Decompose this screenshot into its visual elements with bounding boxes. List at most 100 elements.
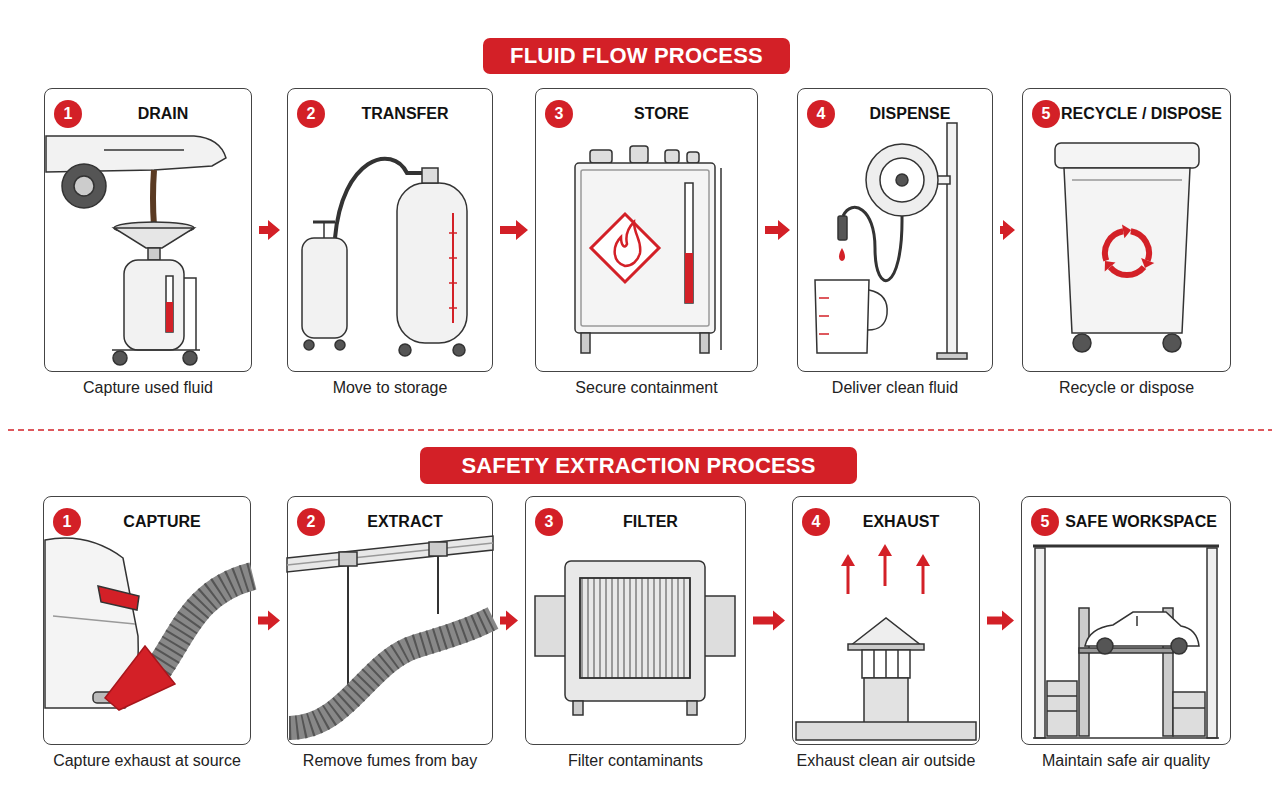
drain-wheel bbox=[113, 351, 127, 365]
drain-funnel-rim bbox=[114, 222, 194, 234]
process-step-card: TRANSFERMove to storage2 bbox=[287, 88, 493, 372]
step-number: 2 bbox=[307, 106, 316, 122]
drawer-line bbox=[1047, 695, 1077, 697]
drain-neck bbox=[148, 248, 160, 260]
capture-illustration bbox=[45, 538, 253, 710]
step-number: 1 bbox=[64, 106, 73, 122]
gauge-tick bbox=[449, 257, 457, 259]
jug-mark bbox=[819, 333, 829, 335]
reel-hub bbox=[896, 174, 908, 186]
recycle-arrow bbox=[1105, 231, 1123, 260]
step-caption: Filter contaminants bbox=[504, 752, 767, 770]
filter-frame bbox=[580, 578, 690, 678]
flow-arrow bbox=[987, 611, 1014, 631]
drawer-line bbox=[1173, 707, 1205, 709]
rail-trolley bbox=[339, 552, 357, 566]
filter-leg bbox=[687, 701, 697, 715]
step-heading: STORE bbox=[570, 105, 753, 123]
step-caption: Deliver clean fluid bbox=[776, 379, 1014, 397]
process-step-card: CAPTURECapture exhaust at source1 bbox=[43, 496, 251, 745]
bin-wheel bbox=[1073, 334, 1091, 352]
flow-arrow bbox=[1000, 220, 1015, 240]
extraction-hose bbox=[289, 618, 493, 728]
airflow-arrow bbox=[884, 554, 887, 586]
garage-column bbox=[1207, 548, 1217, 738]
recycle-illustration bbox=[1055, 143, 1199, 352]
airflow-head bbox=[878, 544, 892, 556]
reel-arm bbox=[902, 176, 950, 184]
section-title-pill: FLUID FLOW PROCESS bbox=[483, 38, 790, 74]
jug-handle bbox=[868, 290, 887, 330]
process-step-card: SAFE WORKSPACEMaintain safe air quality5 bbox=[1021, 496, 1231, 745]
flow-arrow bbox=[500, 220, 528, 240]
tank-cap bbox=[687, 152, 699, 163]
hose-ribs bbox=[289, 618, 493, 728]
exhaust-funnel bbox=[105, 646, 175, 710]
airflow-arrow bbox=[922, 564, 925, 594]
hose-hanger bbox=[347, 566, 349, 696]
storage-tank bbox=[397, 183, 467, 343]
tank-frame bbox=[581, 170, 709, 326]
step-caption: Capture exhaust at source bbox=[22, 752, 272, 770]
airflow-head bbox=[841, 554, 855, 566]
dispense-hose bbox=[843, 207, 902, 280]
step-heading: RECYCLE / DISPOSE bbox=[1057, 105, 1226, 123]
step-heading: FILTER bbox=[560, 513, 741, 531]
pump-wheel bbox=[335, 340, 345, 350]
car-wheel bbox=[1171, 638, 1187, 654]
pump-tank bbox=[302, 238, 347, 338]
recycle-head bbox=[1141, 258, 1154, 268]
step-number-badge: 3 bbox=[545, 100, 573, 128]
step-number-badge: 1 bbox=[54, 100, 82, 128]
car-trunk-line bbox=[53, 616, 135, 624]
jug-mark bbox=[819, 315, 829, 317]
tank-cap bbox=[630, 146, 648, 163]
step-number: 3 bbox=[555, 106, 564, 122]
step-heading: DISPENSE bbox=[832, 105, 988, 123]
gauge-tick bbox=[449, 307, 457, 309]
step-number: 3 bbox=[545, 514, 554, 530]
flame-symbol bbox=[615, 222, 641, 266]
step-caption: Capture used fluid bbox=[23, 379, 273, 397]
filter-housing bbox=[565, 561, 705, 701]
step-heading: EXTRACT bbox=[322, 513, 488, 531]
step-heading: TRANSFER bbox=[322, 105, 488, 123]
tank-leg bbox=[581, 333, 590, 353]
process-step-card: EXTRACTRemove fumes from bay2 bbox=[287, 496, 493, 745]
drain-illustration bbox=[46, 136, 226, 365]
process-step-card: DISPENSEDeliver clean fluid4 bbox=[797, 88, 993, 372]
flow-arrow bbox=[500, 611, 518, 631]
step-caption: Maintain safe air quality bbox=[1000, 752, 1252, 770]
drain-base bbox=[112, 349, 200, 351]
airflow-head bbox=[916, 554, 930, 566]
bin-lid bbox=[1055, 143, 1199, 168]
garage-roof bbox=[1033, 545, 1219, 548]
extraction-hose bbox=[155, 576, 253, 674]
step-number: 1 bbox=[63, 514, 72, 530]
step-number: 4 bbox=[812, 514, 821, 530]
tank-cap bbox=[665, 150, 679, 163]
hose-hanger bbox=[437, 556, 439, 614]
drain-wheel bbox=[183, 351, 197, 365]
level-gauge bbox=[685, 183, 693, 303]
process-step-card: EXHAUSTExhaust clean air outside4 bbox=[792, 496, 980, 745]
recycle-head bbox=[1105, 261, 1116, 272]
step-number-badge: 4 bbox=[807, 100, 835, 128]
car-underside bbox=[46, 136, 226, 172]
car-wheel bbox=[1097, 638, 1113, 654]
pump-wheel bbox=[304, 340, 314, 350]
car-rear bbox=[45, 538, 138, 708]
flow-arrow bbox=[765, 220, 790, 240]
cap-rim bbox=[848, 644, 924, 650]
measuring-jug bbox=[815, 280, 869, 353]
step-number-badge: 1 bbox=[53, 508, 81, 536]
flow-arrow bbox=[258, 611, 280, 631]
section-title: FLUID FLOW PROCESS bbox=[510, 43, 763, 69]
bin-body bbox=[1064, 168, 1190, 333]
mount-post bbox=[947, 123, 957, 355]
step-caption: Move to storage bbox=[266, 379, 514, 397]
tail-light bbox=[98, 586, 139, 610]
drain-funnel bbox=[114, 228, 194, 248]
car-window bbox=[1136, 616, 1138, 626]
